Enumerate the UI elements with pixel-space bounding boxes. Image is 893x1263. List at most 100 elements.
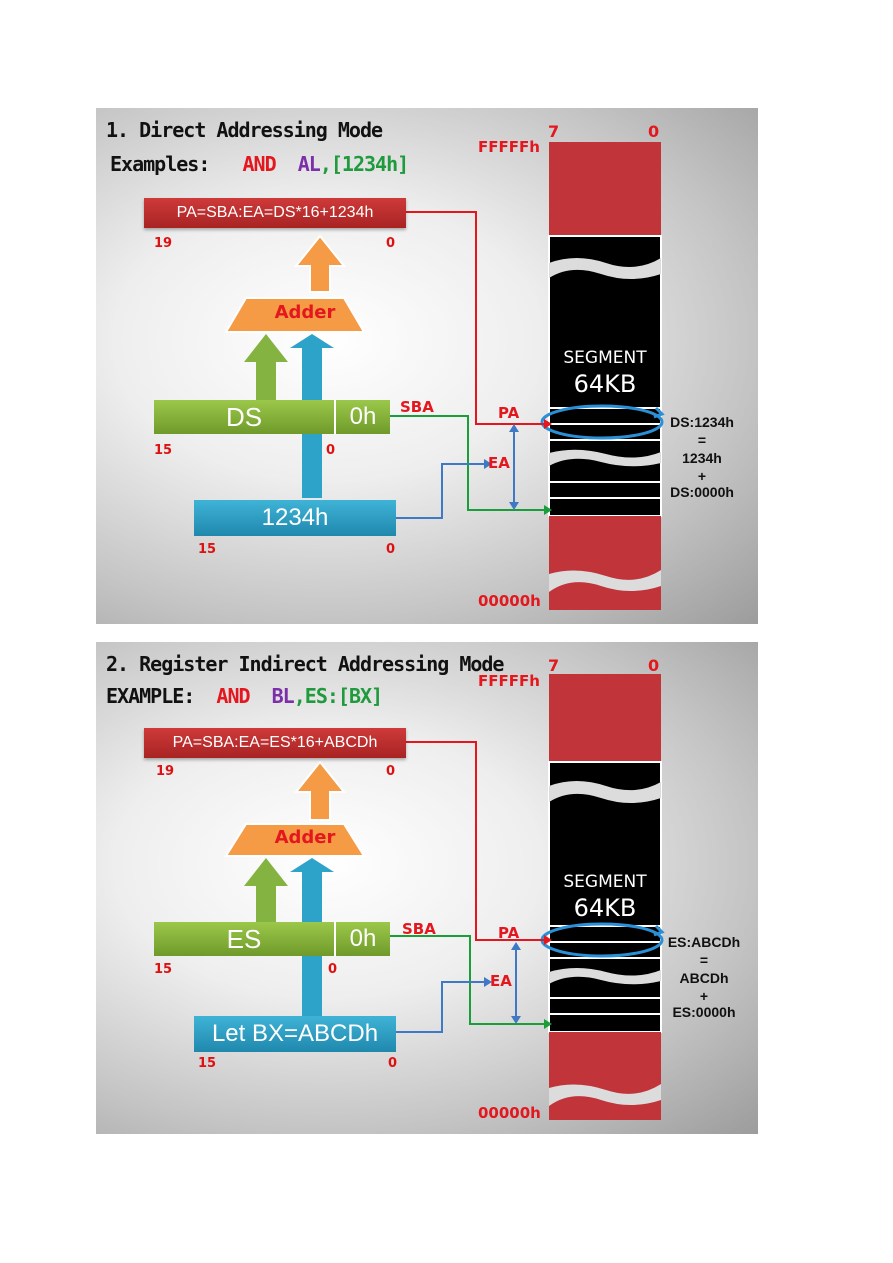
span-arrowhead-up	[511, 942, 521, 950]
note-line-4: +	[699, 988, 709, 1004]
memory-break-bottom	[549, 1084, 661, 1106]
offset-box: 1234h	[194, 500, 396, 536]
note-line-5: DS:0000h	[670, 484, 734, 500]
segment-block	[548, 761, 662, 1033]
adder-block	[224, 297, 366, 333]
memory-break-top	[549, 258, 661, 279]
highlight-ellipse	[540, 404, 664, 440]
ea-line	[396, 981, 484, 1033]
memory-break-top	[549, 781, 661, 803]
memory-top-address: FFFFFh	[478, 672, 540, 690]
adder-label: Adder	[274, 827, 336, 848]
highlight-arrowhead	[653, 406, 665, 419]
segment-arrow	[244, 858, 288, 922]
note-line-1: DS:1234h	[670, 414, 734, 430]
note-line-2: =	[697, 432, 707, 448]
address-note: ES:ABCDh = ABCDh + ES:0000h	[662, 934, 746, 1020]
example-label: Examples:	[110, 152, 210, 176]
memory-bit-low: 0	[648, 656, 660, 675]
sba-arrowhead	[544, 1019, 552, 1029]
note-line-3: ABCDh	[679, 970, 729, 986]
example-separator: ,	[293, 684, 306, 708]
physical-address-formula: PA=SBA:EA=ES*16+ABCDh	[144, 728, 406, 758]
adder-output-arrow	[293, 234, 347, 293]
example-instruction: Examples: AND AL,[1234h]	[110, 152, 409, 176]
offset-bit-low: 0	[386, 542, 396, 557]
memory-break-mid	[549, 968, 661, 985]
adder-output-arrow	[293, 760, 347, 821]
ea-line	[396, 463, 484, 519]
segment-size: 64KB	[573, 894, 637, 922]
highlight-arrowhead	[653, 924, 665, 937]
offset-box: Let BX=ABCDh	[194, 1016, 396, 1052]
note-line-3: 1234h	[682, 450, 722, 466]
memory-bit-low: 0	[648, 122, 660, 141]
sba-line	[390, 935, 544, 1025]
ea-label: EA	[490, 972, 512, 990]
example-memory-operand: [1234h]	[330, 152, 409, 176]
example-separator: ,	[319, 152, 332, 176]
memory-bit-high: 7	[548, 122, 560, 141]
segment-block	[548, 235, 662, 517]
mode-title: 1. Direct Addressing Mode	[106, 118, 383, 142]
segment-register: DS	[154, 400, 334, 434]
segreg-bit-high: 15	[154, 443, 173, 458]
segment-label: SEGMENT	[563, 348, 647, 368]
sba-arrowhead	[544, 505, 552, 515]
address-note: DS:1234h = 1234h + DS:0000h	[662, 414, 742, 500]
segment-size: 64KB	[573, 370, 637, 398]
memory-cell	[548, 997, 662, 1015]
shift-zero-box: 0h	[334, 400, 390, 434]
segment-arrow	[244, 334, 288, 400]
adder-block	[224, 823, 366, 857]
pa-arrowhead	[544, 419, 552, 429]
example-register: BL	[271, 684, 295, 708]
offset-bit-low: 0	[388, 1056, 398, 1071]
adder-label: Adder	[274, 302, 336, 323]
example-instruction: EXAMPLE: AND BL,ES:[BX]	[106, 684, 383, 708]
memory-bit-high: 7	[548, 656, 560, 675]
memory-cell	[548, 1013, 662, 1033]
memory-break-mid	[549, 449, 661, 467]
offset-bit-high: 15	[198, 542, 217, 557]
panel-register-indirect-addressing: 2. Register Indirect Addressing Mode EXA…	[96, 642, 758, 1134]
pa-line	[406, 211, 544, 425]
segment-label: SEGMENT	[563, 872, 647, 892]
segreg-bit-low: 0	[328, 962, 338, 977]
pa-bit-low: 0	[386, 764, 396, 779]
example-memory-operand: ES:[BX]	[304, 684, 383, 708]
sba-label: SBA	[402, 920, 436, 938]
memory-top-block	[549, 674, 661, 762]
memory-top-block	[549, 142, 661, 236]
example-register: AL	[297, 152, 321, 176]
segment-register-label: ES	[226, 924, 262, 954]
ea-label: EA	[488, 454, 510, 472]
segreg-bit-high: 15	[154, 962, 173, 977]
note-line-2: =	[699, 952, 709, 968]
segment-register-label: DS	[225, 402, 263, 432]
memory-cell	[548, 481, 662, 499]
example-label: EXAMPLE:	[106, 684, 195, 708]
pa-bit-high: 19	[156, 764, 175, 779]
span-arrowhead-down	[509, 502, 519, 510]
span-arrowhead-up	[509, 424, 519, 432]
memory-break-bottom	[549, 570, 661, 592]
diagram-graphics	[224, 142, 665, 610]
physical-address-formula: PA=SBA:EA=DS*16+1234h	[144, 198, 406, 228]
ea-arrowhead	[484, 977, 492, 987]
memory-top-address: FFFFFh	[478, 138, 540, 156]
pa-label: PA	[498, 404, 520, 422]
diagram-graphics	[224, 674, 665, 1120]
span-arrowhead-down	[511, 1016, 521, 1024]
ea-arrowhead	[484, 459, 492, 469]
sba-label: SBA	[400, 398, 434, 416]
example-opcode: AND	[242, 152, 277, 176]
pa-label: PA	[498, 924, 520, 942]
note-line-4: +	[697, 468, 707, 484]
pa-arrowhead	[544, 935, 552, 945]
segreg-bit-low: 0	[326, 443, 336, 458]
example-opcode: AND	[216, 684, 250, 708]
memory-cell	[548, 497, 662, 517]
note-line-1: ES:ABCDh	[667, 934, 741, 950]
panel-direct-addressing: 1. Direct Addressing Mode Examples: AND …	[96, 108, 758, 624]
